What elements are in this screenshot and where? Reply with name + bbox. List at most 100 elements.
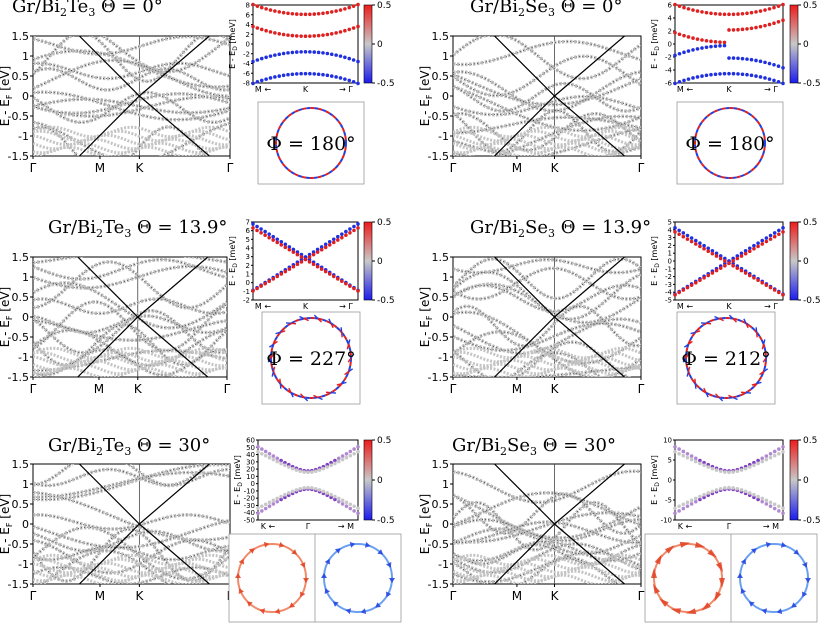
band-point [312, 12, 317, 16]
band-point [747, 273, 752, 278]
spin-arrow [793, 549, 800, 555]
band-grey [453, 557, 641, 571]
band-grey [33, 133, 230, 147]
y-tick-label: 6 [246, 11, 251, 19]
x-tick-label: Γ [450, 589, 457, 603]
panel-title: Gr/Bi2Te3 Θ = 0° [12, 0, 163, 19]
band-point [281, 10, 286, 15]
band-point [306, 470, 310, 475]
spin-arrow [278, 541, 285, 548]
band-point [731, 71, 736, 76]
band-point [264, 28, 268, 33]
band-point [764, 283, 769, 287]
colorbar-tick-label: -0.5 [377, 296, 395, 306]
band-point [714, 488, 719, 492]
band-point [731, 56, 736, 60]
band-point [740, 11, 745, 16]
band-point [756, 497, 760, 502]
y-tick-label: 1.5 [432, 30, 450, 43]
band-point [321, 33, 325, 37]
band-point [736, 27, 740, 32]
band-point [344, 504, 349, 509]
band-point [264, 7, 268, 11]
spin-arrow [280, 330, 286, 333]
band-point [325, 491, 330, 495]
x-tick-label: M [512, 382, 522, 396]
band-point [695, 75, 700, 79]
y-tick-label: 2 [246, 31, 250, 39]
spin-arrow [332, 601, 339, 607]
y-tick-label: 5 [668, 219, 672, 227]
band-point [706, 249, 711, 254]
band-point [260, 447, 264, 451]
band-point [256, 506, 260, 511]
phi-label: Φ = 227° [266, 348, 355, 370]
spin-arrow [686, 371, 690, 377]
band-point [338, 54, 343, 58]
band-point [259, 5, 264, 10]
spin-arrow [313, 314, 319, 320]
band-point [299, 260, 304, 264]
y-axis-label: E - ED [meV] [233, 455, 244, 505]
band-point [781, 226, 785, 230]
y-tick-label: 30 [246, 458, 255, 466]
spin-arrow [345, 608, 352, 615]
band-point [351, 26, 356, 30]
band-point [340, 279, 344, 284]
band-point [758, 59, 763, 64]
y-axis-label-text: E - ED [meV] [228, 19, 239, 69]
band-point [351, 58, 356, 62]
band-point [749, 10, 754, 15]
band-point [281, 73, 286, 78]
spin-arrow [685, 353, 690, 359]
band-point [317, 488, 322, 492]
x-tick-label: → Γ [764, 302, 778, 311]
band-point [686, 77, 691, 81]
band-point [698, 461, 702, 466]
band-point [735, 266, 740, 270]
band-grey [33, 145, 230, 156]
band-black [33, 93, 230, 114]
x-tick-label: Γ [30, 161, 37, 175]
spin-arrow [350, 353, 355, 359]
band-point [287, 245, 292, 249]
spin-arrow [715, 561, 723, 573]
band-point [710, 489, 715, 494]
y-tick-label: 0 [22, 90, 29, 103]
band-black [33, 514, 230, 530]
y-axis-label: E - ED [meV] [650, 236, 661, 286]
band-point [277, 74, 282, 78]
band-grey [33, 557, 230, 571]
band-black [33, 464, 230, 500]
band-point [727, 56, 731, 60]
band-point [768, 451, 773, 456]
band-point [267, 500, 272, 505]
band-point [781, 81, 785, 86]
band-grey [33, 257, 227, 281]
band-point [275, 456, 280, 461]
x-tick-label: Γ [224, 382, 231, 396]
spin-arrow [805, 578, 811, 583]
band-point [709, 11, 713, 16]
band-point [340, 502, 345, 506]
band-point [294, 12, 299, 16]
x-tick-label: Γ [638, 161, 645, 175]
x-tick-label: M ← [255, 85, 271, 94]
spin-arrow [238, 588, 245, 595]
band-point [340, 457, 345, 462]
band-point [255, 4, 260, 8]
band-point [347, 27, 352, 32]
band-grey [453, 70, 641, 113]
band-black [33, 266, 227, 289]
band-point [718, 72, 722, 76]
band-point [267, 451, 272, 456]
spin-arrow [718, 396, 724, 402]
x-tick-label: → M [763, 522, 779, 531]
spin-arrow [695, 330, 701, 333]
band-point [336, 459, 341, 464]
band-black [33, 257, 227, 263]
y-axis-label-text: E - EF [eV] [0, 287, 14, 348]
band-point [693, 456, 698, 461]
y-tick-label: 6 [246, 227, 251, 235]
band-black [33, 320, 227, 341]
